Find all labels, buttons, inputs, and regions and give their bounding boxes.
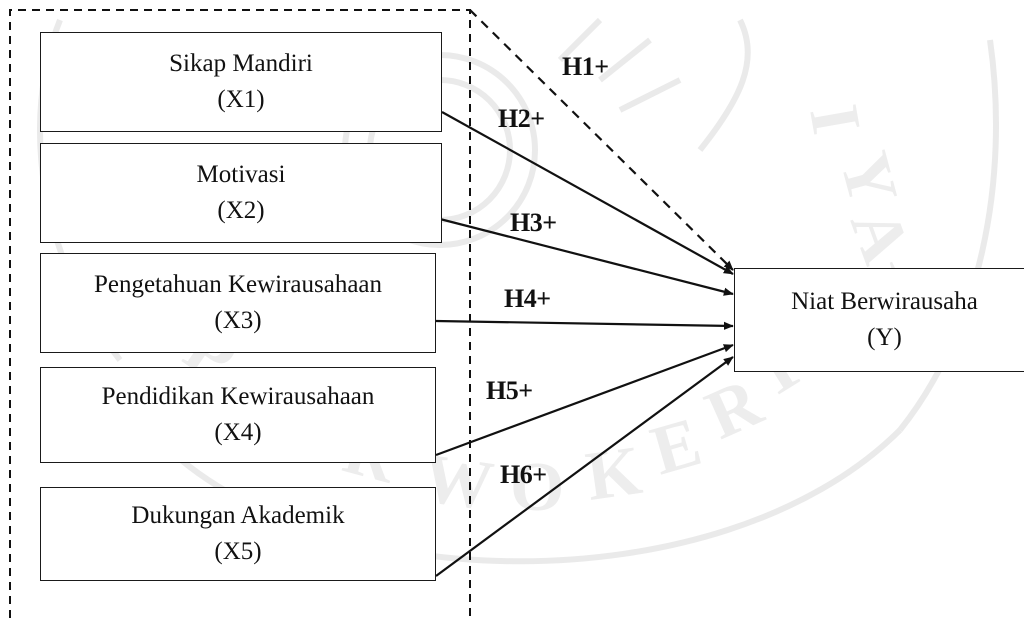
hypothesis-label-h5: H5+ (486, 376, 533, 405)
variable-name: Sikap Mandiri (169, 50, 313, 77)
variable-box-x2: Motivasi (X2) (40, 143, 442, 243)
hypothesis-label-h1: H1+ (562, 52, 609, 81)
variable-box-x5: Dukungan Akademik (X5) (40, 487, 436, 581)
variable-code: (Y) (867, 324, 902, 351)
variable-code: (X2) (217, 197, 265, 224)
variable-name: Dukungan Akademik (131, 502, 345, 529)
variable-name: Pendidikan Kewirausahaan (101, 383, 375, 410)
variable-name: Motivasi (196, 161, 286, 188)
hypothesis-label-h6: H6+ (500, 460, 547, 489)
variable-code: (X5) (214, 538, 262, 565)
arrow-h1 (469, 9, 734, 271)
arrow-h2 (441, 111, 734, 275)
hypothesis-label-h3: H3+ (510, 208, 557, 237)
arrow-h3 (435, 216, 734, 296)
arrow-h4 (435, 319, 734, 331)
variable-code: (X4) (214, 419, 262, 446)
variable-code: (X3) (214, 307, 262, 334)
variable-box-x3: Pengetahuan Kewirausahaan (X3) (40, 253, 436, 353)
variable-box-x4: Pendidikan Kewirausahaan (X4) (40, 367, 436, 463)
variable-name: Niat Berwirausaha (791, 288, 978, 315)
variable-box-y: Niat Berwirausaha (Y) (734, 268, 1024, 372)
variable-code: (X1) (217, 86, 265, 113)
variable-box-x1: Sikap Mandiri (X1) (40, 32, 442, 132)
hypothesis-label-h4: H4+ (504, 284, 551, 313)
hypothesis-label-h2: H2+ (498, 104, 545, 133)
arrow-h5 (435, 343, 734, 457)
variable-name: Pengetahuan Kewirausahaan (93, 271, 383, 298)
independent-variables-group-border (9, 9, 471, 618)
arrow-h6 (435, 356, 734, 577)
